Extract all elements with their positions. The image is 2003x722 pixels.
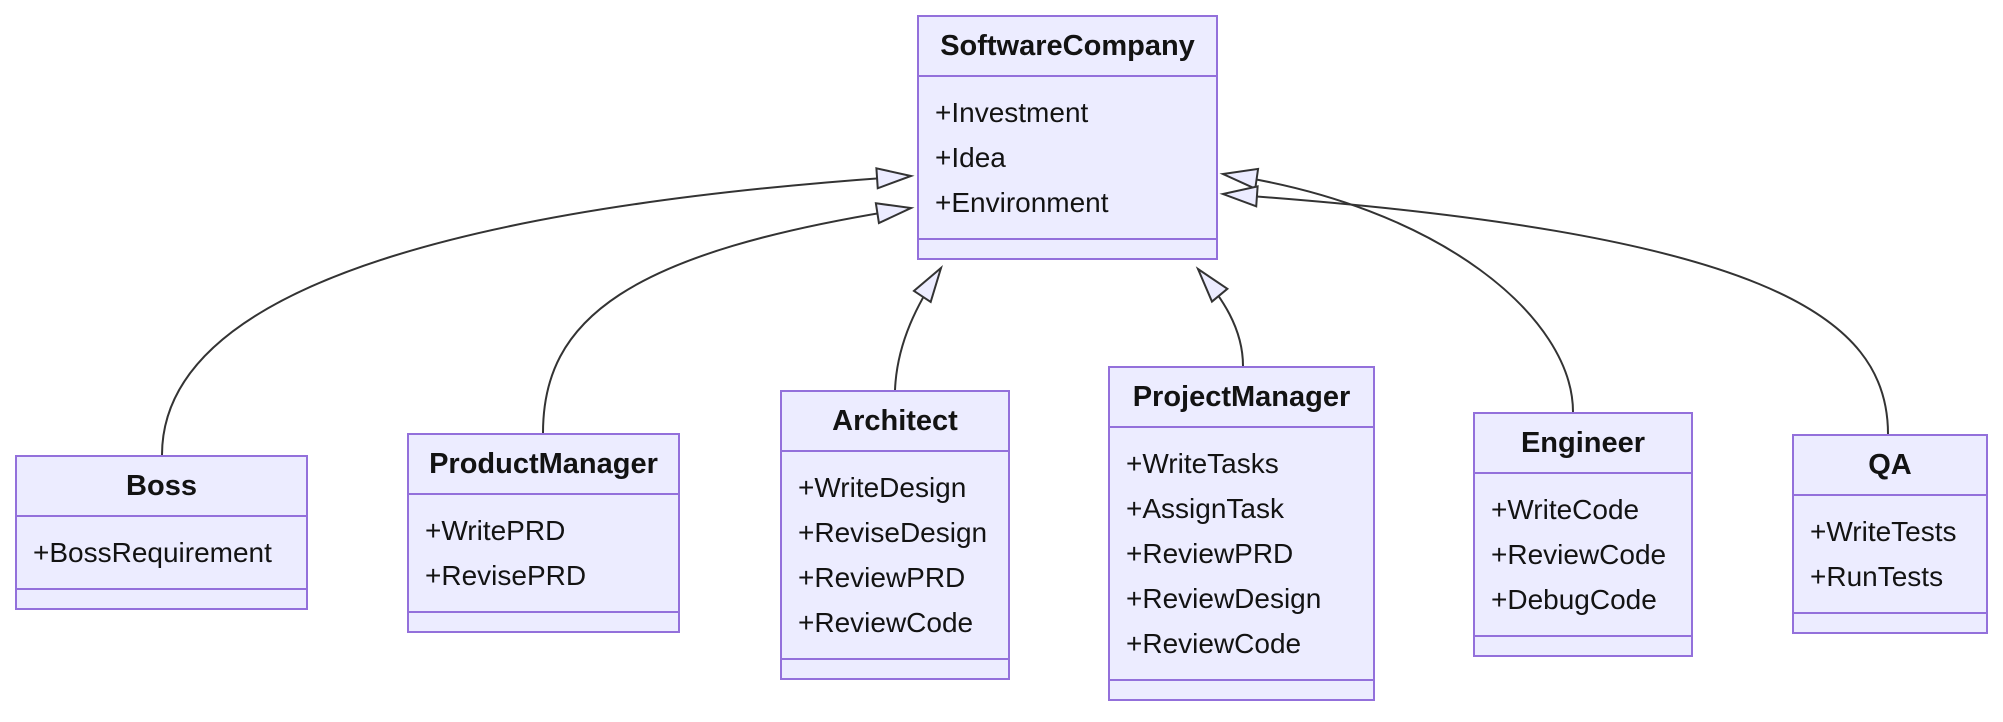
class-member: +ReviewCode	[1491, 539, 1667, 570]
class-members: +BossRequirement	[17, 515, 306, 588]
class-member: +AssignTask	[1126, 493, 1284, 524]
class-member: +WriteTasks	[1126, 448, 1279, 479]
class-title: Boss	[126, 469, 197, 502]
class-box-softwarecompany: SoftwareCompany +Investment +Idea +Envir…	[917, 15, 1218, 260]
class-member: +WritePRD	[425, 515, 566, 546]
class-member: +WriteDesign	[798, 472, 967, 503]
class-members: +WriteDesign +ReviseDesign +ReviewPRD +R…	[782, 450, 1008, 658]
class-methods-empty	[919, 238, 1216, 258]
class-members: +WriteCode +ReviewCode +DebugCode	[1475, 472, 1691, 635]
inheritance-edge-projectmanager	[1195, 266, 1244, 367]
class-title: Architect	[832, 404, 958, 437]
class-title: ProjectManager	[1132, 380, 1351, 413]
class-members: +Investment +Idea +Environment	[919, 75, 1216, 238]
class-box-qa: QA +WriteTests +RunTests	[1792, 434, 1988, 634]
class-box-boss: Boss +BossRequirement	[15, 455, 308, 610]
class-title: Engineer	[1520, 426, 1646, 459]
class-box-productmanager: ProductManager +WritePRD +RevisePRD	[407, 433, 680, 633]
class-box-architect: Architect +WriteDesign +ReviseDesign +Re…	[780, 390, 1010, 680]
class-member: +Idea	[935, 142, 1006, 173]
class-member: +Investment	[935, 97, 1089, 128]
class-member: +DebugCode	[1491, 584, 1657, 615]
class-member: +ReviewPRD	[798, 562, 966, 593]
class-members: +WriteTasks +AssignTask +ReviewPRD +Revi…	[1110, 426, 1373, 679]
class-member: +ReviseDesign	[798, 517, 988, 548]
class-title: SoftwareCompany	[940, 29, 1195, 62]
class-members: +WriteTests +RunTests	[1794, 494, 1986, 612]
class-methods-empty	[1110, 679, 1373, 699]
class-member: +Environment	[935, 187, 1109, 218]
class-member: +WriteCode	[1491, 494, 1640, 525]
inheritance-edge-architect	[894, 265, 943, 391]
class-box-projectmanager: ProjectManager +WriteTasks +AssignTask +…	[1108, 366, 1375, 701]
class-member: +ReviewPRD	[1126, 538, 1294, 569]
class-methods-empty	[1794, 612, 1986, 632]
class-title: QA	[1868, 448, 1912, 481]
class-member: +ReviewDesign	[1126, 583, 1322, 614]
class-members: +WritePRD +RevisePRD	[409, 493, 678, 611]
class-member: +ReviewCode	[1126, 628, 1302, 659]
class-member: +RunTests	[1810, 561, 1944, 592]
class-member: +WriteTests	[1810, 516, 1957, 547]
class-title: ProductManager	[429, 447, 658, 480]
class-member: +ReviewCode	[798, 607, 974, 638]
class-member: +BossRequirement	[33, 537, 272, 568]
class-methods-empty	[1475, 635, 1691, 655]
class-box-engineer: Engineer +WriteCode +ReviewCode +DebugCo…	[1473, 412, 1693, 657]
class-methods-empty	[409, 611, 678, 631]
class-methods-empty	[782, 658, 1008, 678]
class-member: +RevisePRD	[425, 560, 587, 591]
class-methods-empty	[17, 588, 306, 608]
